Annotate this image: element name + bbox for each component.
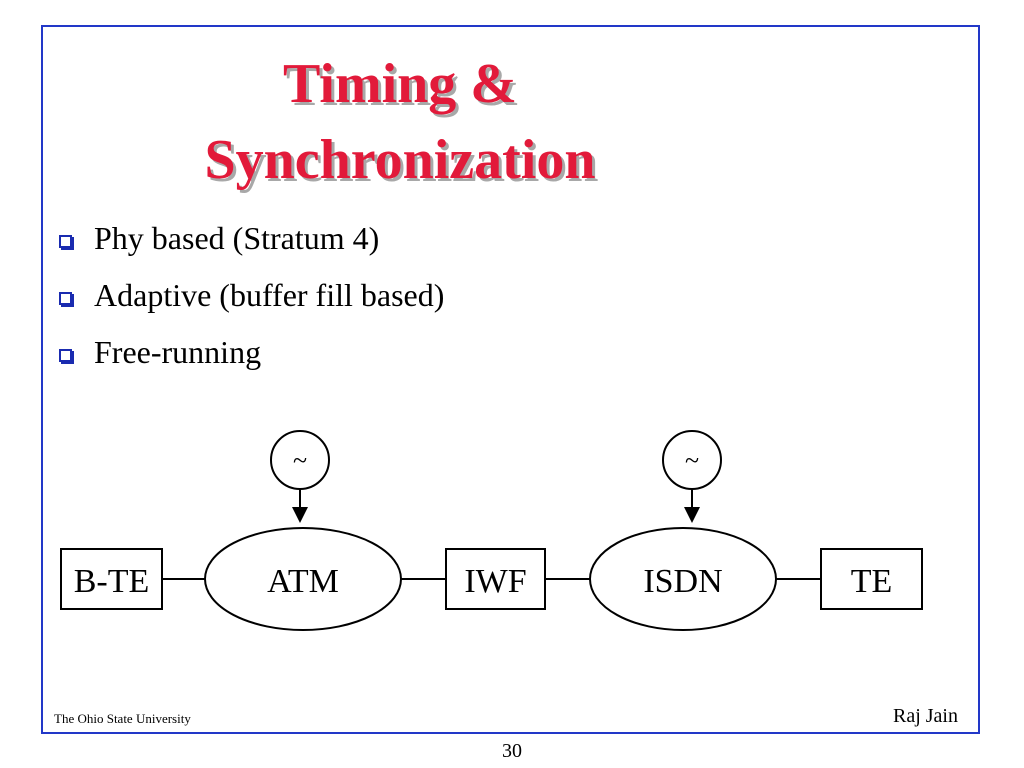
bullet-item-1: Phy based (Stratum 4) — [55, 216, 379, 260]
node-atm-label: ATM — [267, 563, 339, 600]
node-iwf: IWF — [445, 548, 546, 610]
bullet-text-3: Free-running — [94, 333, 262, 370]
clock-source-atm: ~ — [270, 430, 330, 523]
bullet-item-3: Free-running — [55, 330, 261, 374]
node-isdn-label: ISDN — [643, 563, 722, 600]
title-line-2: Synchronization — [204, 129, 596, 191]
page-number: 30 — [502, 740, 522, 762]
node-te: TE — [820, 548, 923, 610]
bullet-text-1: Phy based (Stratum 4) — [94, 219, 380, 256]
square-bullet-icon — [59, 291, 72, 305]
node-iwf-label: IWF — [464, 563, 526, 600]
bullet-item-2: Adaptive (buffer fill based) — [55, 273, 444, 317]
slide-frame — [41, 25, 980, 734]
footer-author: Raj Jain — [893, 705, 958, 727]
clock-tilde-label: ~ — [293, 446, 307, 475]
bullet-text-2: Adaptive (buffer fill based) — [94, 276, 445, 313]
node-bte-label: B-TE — [74, 563, 150, 600]
node-bte: B-TE — [60, 548, 163, 610]
title-line-1: Timing & — [283, 53, 517, 115]
clock-tilde-label: ~ — [685, 446, 699, 475]
square-bullet-icon — [59, 348, 72, 362]
node-te-label: TE — [851, 563, 893, 600]
square-bullet-icon — [59, 234, 72, 248]
clock-source-isdn: ~ — [662, 430, 722, 523]
node-isdn: ISDN — [589, 527, 777, 631]
footer-institution: The Ohio State University — [54, 711, 191, 726]
node-atm: ATM — [204, 527, 402, 631]
